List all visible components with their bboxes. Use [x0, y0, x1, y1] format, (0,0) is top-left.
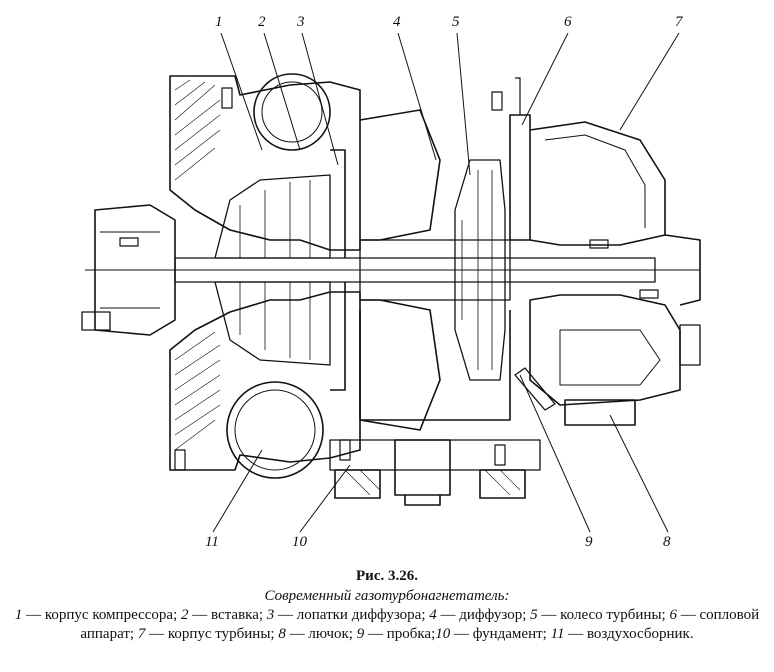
figure-legend: 1 — корпус компрессора; 2 — вставка; 3 —… — [0, 606, 774, 644]
turbine-end — [664, 234, 701, 306]
legend-item-text: — лючок; — [285, 626, 357, 642]
inspection-hatch — [564, 399, 636, 426]
callout-11: 11 — [205, 534, 219, 550]
turbine-flange — [679, 324, 701, 366]
callout-5: 5 — [452, 14, 460, 30]
legend-item: 2 — вставка; — [181, 607, 267, 623]
legend-item-number: 7 — [137, 626, 146, 642]
legend-item-text: — лопатки диффузора; — [274, 607, 430, 623]
compressor-wheel — [214, 174, 331, 259]
legend-item-number: 3 — [266, 607, 275, 623]
legend-item: 5 — колесо турбины; — [530, 607, 669, 623]
callout-7: 7 — [675, 14, 683, 30]
foundation-left — [334, 469, 381, 499]
figure-caption: Рис. 3.26. Современный газотурбонагнетат… — [0, 566, 774, 644]
legend-item-number: 11 — [550, 626, 565, 642]
legend-item-text: — вставка; — [188, 607, 267, 623]
turbocharger-section-drawing — [81, 32, 701, 533]
foundation-right — [479, 469, 526, 499]
diffuser — [359, 109, 441, 241]
legend-item: 6 — сопловой аппарат; — [80, 607, 759, 642]
legend-item: 10 — фундамент; — [435, 626, 550, 642]
callout-6: 6 — [564, 14, 572, 30]
legend-item-number: 10 — [435, 626, 451, 642]
callout-4: 4 — [393, 14, 401, 30]
legend-item-text: — воздухосборник. — [564, 626, 694, 642]
legend-item-text: — диффузор; — [436, 607, 531, 623]
legend-item-number: 6 — [669, 607, 677, 623]
legend-item-text: — колесо турбины; — [537, 607, 670, 623]
legend-item-number: 2 — [181, 607, 189, 623]
legend-item-text: — сопловой аппарат; — [80, 607, 760, 642]
callout-8: 8 — [663, 534, 671, 550]
turbine-casing — [529, 121, 666, 246]
nozzle-ring — [509, 114, 531, 241]
callout-2: 2 — [258, 14, 266, 30]
air-collector-lower — [226, 381, 324, 479]
legend-item: 4 — диффузор; — [429, 607, 530, 623]
callout-10: 10 — [292, 534, 307, 550]
legend-item-number: 4 — [429, 607, 437, 623]
legend-item-number: 5 — [530, 607, 538, 623]
legend-item-number: 8 — [278, 626, 286, 642]
legend-item: 7 — корпус турбины; — [138, 626, 279, 642]
legend-item: 11 — воздухосборник. — [551, 626, 694, 642]
figure-number: Рис. 3.26. — [356, 568, 418, 584]
bearing-housing — [359, 239, 511, 301]
callout-3: 3 — [297, 14, 305, 30]
legend-item: 3 — лопатки диффузора; — [267, 607, 429, 623]
diffuser-vanes — [330, 149, 346, 391]
legend-item-text: — корпус компрессора; — [22, 607, 182, 623]
callout-9: 9 — [585, 534, 593, 550]
plug — [514, 367, 556, 411]
legend-item: 1 — корпус компрессора; — [15, 607, 181, 623]
legend-item-text: — фундамент; — [450, 626, 551, 642]
inlet-flange — [81, 311, 111, 331]
legend-item-number: 1 — [14, 607, 23, 623]
foundation-center — [394, 439, 451, 496]
callout-1: 1 — [215, 14, 223, 30]
legend-item-number: 9 — [356, 626, 365, 642]
legend-item: 9 — пробка; — [357, 626, 436, 642]
legend-item-text: — пробка; — [364, 626, 436, 642]
air-collector-upper — [253, 73, 331, 151]
legend-item: 8 — лючок; — [278, 626, 356, 642]
turbine-wheel — [454, 159, 506, 381]
legend-item-text: — корпус турбины; — [145, 626, 279, 642]
figure-title: Современный газотурбонагнетатель: — [264, 588, 510, 604]
